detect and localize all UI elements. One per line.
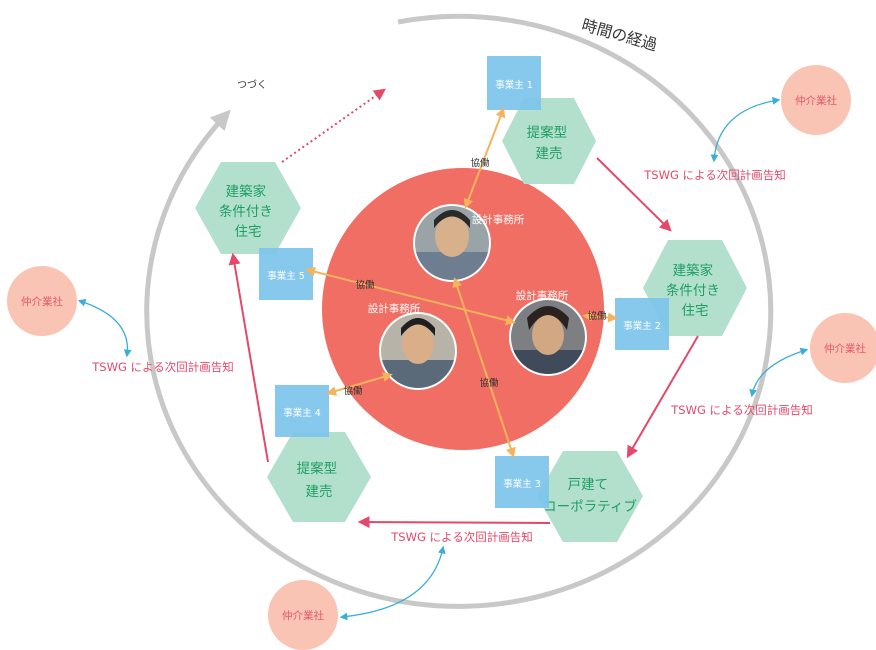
flow-arrow-1-to-2 — [596, 157, 672, 232]
time-ring — [144, 13, 774, 609]
agent-link-top-right — [710, 97, 781, 163]
hexagon-proposal-house-1 — [502, 98, 596, 184]
hex-1-line-1: 提案型 — [527, 124, 568, 141]
flow-arrow-4-to-5 — [228, 252, 269, 463]
owner-label-1: 事業主 1 — [495, 79, 533, 91]
hex-label-line: 建築家 条件付き 住宅 — [219, 183, 277, 240]
owner-label-2: 事業主 2 — [623, 320, 661, 332]
agent-circle-top-right — [781, 65, 851, 135]
owner-label-5: 事業主 5 — [267, 270, 305, 282]
collab-label-5: 協働 — [479, 377, 499, 389]
agent-label-bottom: 仲介業社 — [282, 609, 324, 622]
hex-2-line-1: 建築家 — [673, 262, 714, 279]
owner-box-2 — [615, 298, 669, 350]
hex-2-line-2: 条件付き — [666, 282, 720, 299]
hex-3-line-1: 戸建て — [568, 477, 609, 493]
agent-label-top-right: 仲介業社 — [795, 94, 837, 107]
design-office-label-top: 設計事務所 — [472, 213, 525, 226]
owner-label-4: 事業主 4 — [283, 407, 321, 419]
collab-label-4: 協働 — [343, 385, 363, 397]
owner-box-3 — [495, 456, 549, 508]
tswg-label-left: TSWG による次回計画告知 — [91, 360, 233, 374]
hex-4-line-1: 提案型 — [297, 460, 338, 477]
tswg-label-right: TSWG による次回計画告知 — [670, 403, 812, 417]
hexagon-proposal-house-4 — [267, 432, 371, 522]
hexagon-cooperative-house-3 — [537, 451, 643, 542]
hex-4-line-2: 建売 — [306, 484, 333, 500]
collab-arrow-left — [326, 372, 393, 396]
owner-box-5 — [259, 248, 313, 300]
collab-arrow-cross-lower — [452, 277, 516, 458]
flow-arrow-2-to-3 — [626, 335, 699, 459]
flow-arrow-3-to-4 — [357, 516, 551, 529]
time-passage-label: 時間の経過 — [580, 16, 660, 55]
collab-arrow-top — [463, 107, 506, 209]
agent-link-bottom — [339, 545, 446, 621]
continue-label: つづく — [237, 79, 267, 91]
agent-circle-bottom — [268, 580, 338, 650]
hex-2-line-3: 住宅 — [682, 303, 709, 319]
designer-photo-right — [509, 298, 587, 376]
hex-3-line-2: コーポラティブ — [543, 498, 637, 515]
hex-1-line-2: 建売 — [536, 146, 563, 162]
agent-label-right: 仲介業社 — [824, 342, 866, 355]
collab-arrow-right — [582, 311, 618, 323]
design-office-label-right: 設計事務所 — [516, 289, 569, 302]
collab-label-3: 協働 — [587, 310, 607, 322]
hex-label-line: 提案型 建売 — [297, 460, 342, 500]
hex-label-line: 戸建て コーポラティブ — [543, 477, 637, 515]
agent-circle-right — [810, 313, 876, 383]
hex-5-line-3: 住宅 — [235, 224, 262, 240]
agent-circle-left — [7, 266, 77, 336]
hex-5-line-2: 条件付き — [219, 203, 273, 220]
collab-label-2: 協働 — [355, 279, 375, 291]
agent-label-left: 仲介業社 — [21, 295, 63, 308]
hex-label-line: 建築家 条件付き 住宅 — [666, 262, 724, 319]
collab-label-1: 協働 — [470, 157, 490, 169]
hex-5-line-1: 建築家 — [226, 183, 267, 200]
hex-label-line: 提案型 建売 — [527, 124, 572, 162]
hexagon-architect-house-5 — [195, 162, 301, 254]
agent-link-left — [77, 298, 132, 358]
tswg-label-top-right: TSWG による次回計画告知 — [643, 168, 785, 182]
owner-label-3: 事業主 3 — [503, 478, 541, 490]
owner-box-4 — [275, 385, 329, 437]
owner-box-1 — [487, 56, 541, 110]
tswg-label-bottom: TSWG による次回計画告知 — [390, 530, 532, 544]
agent-link-right — [749, 347, 809, 398]
design-office-label-left: 設計事務所 — [368, 302, 421, 315]
designer-photo-left — [379, 312, 457, 390]
continue-dotted-arrow — [281, 88, 386, 163]
